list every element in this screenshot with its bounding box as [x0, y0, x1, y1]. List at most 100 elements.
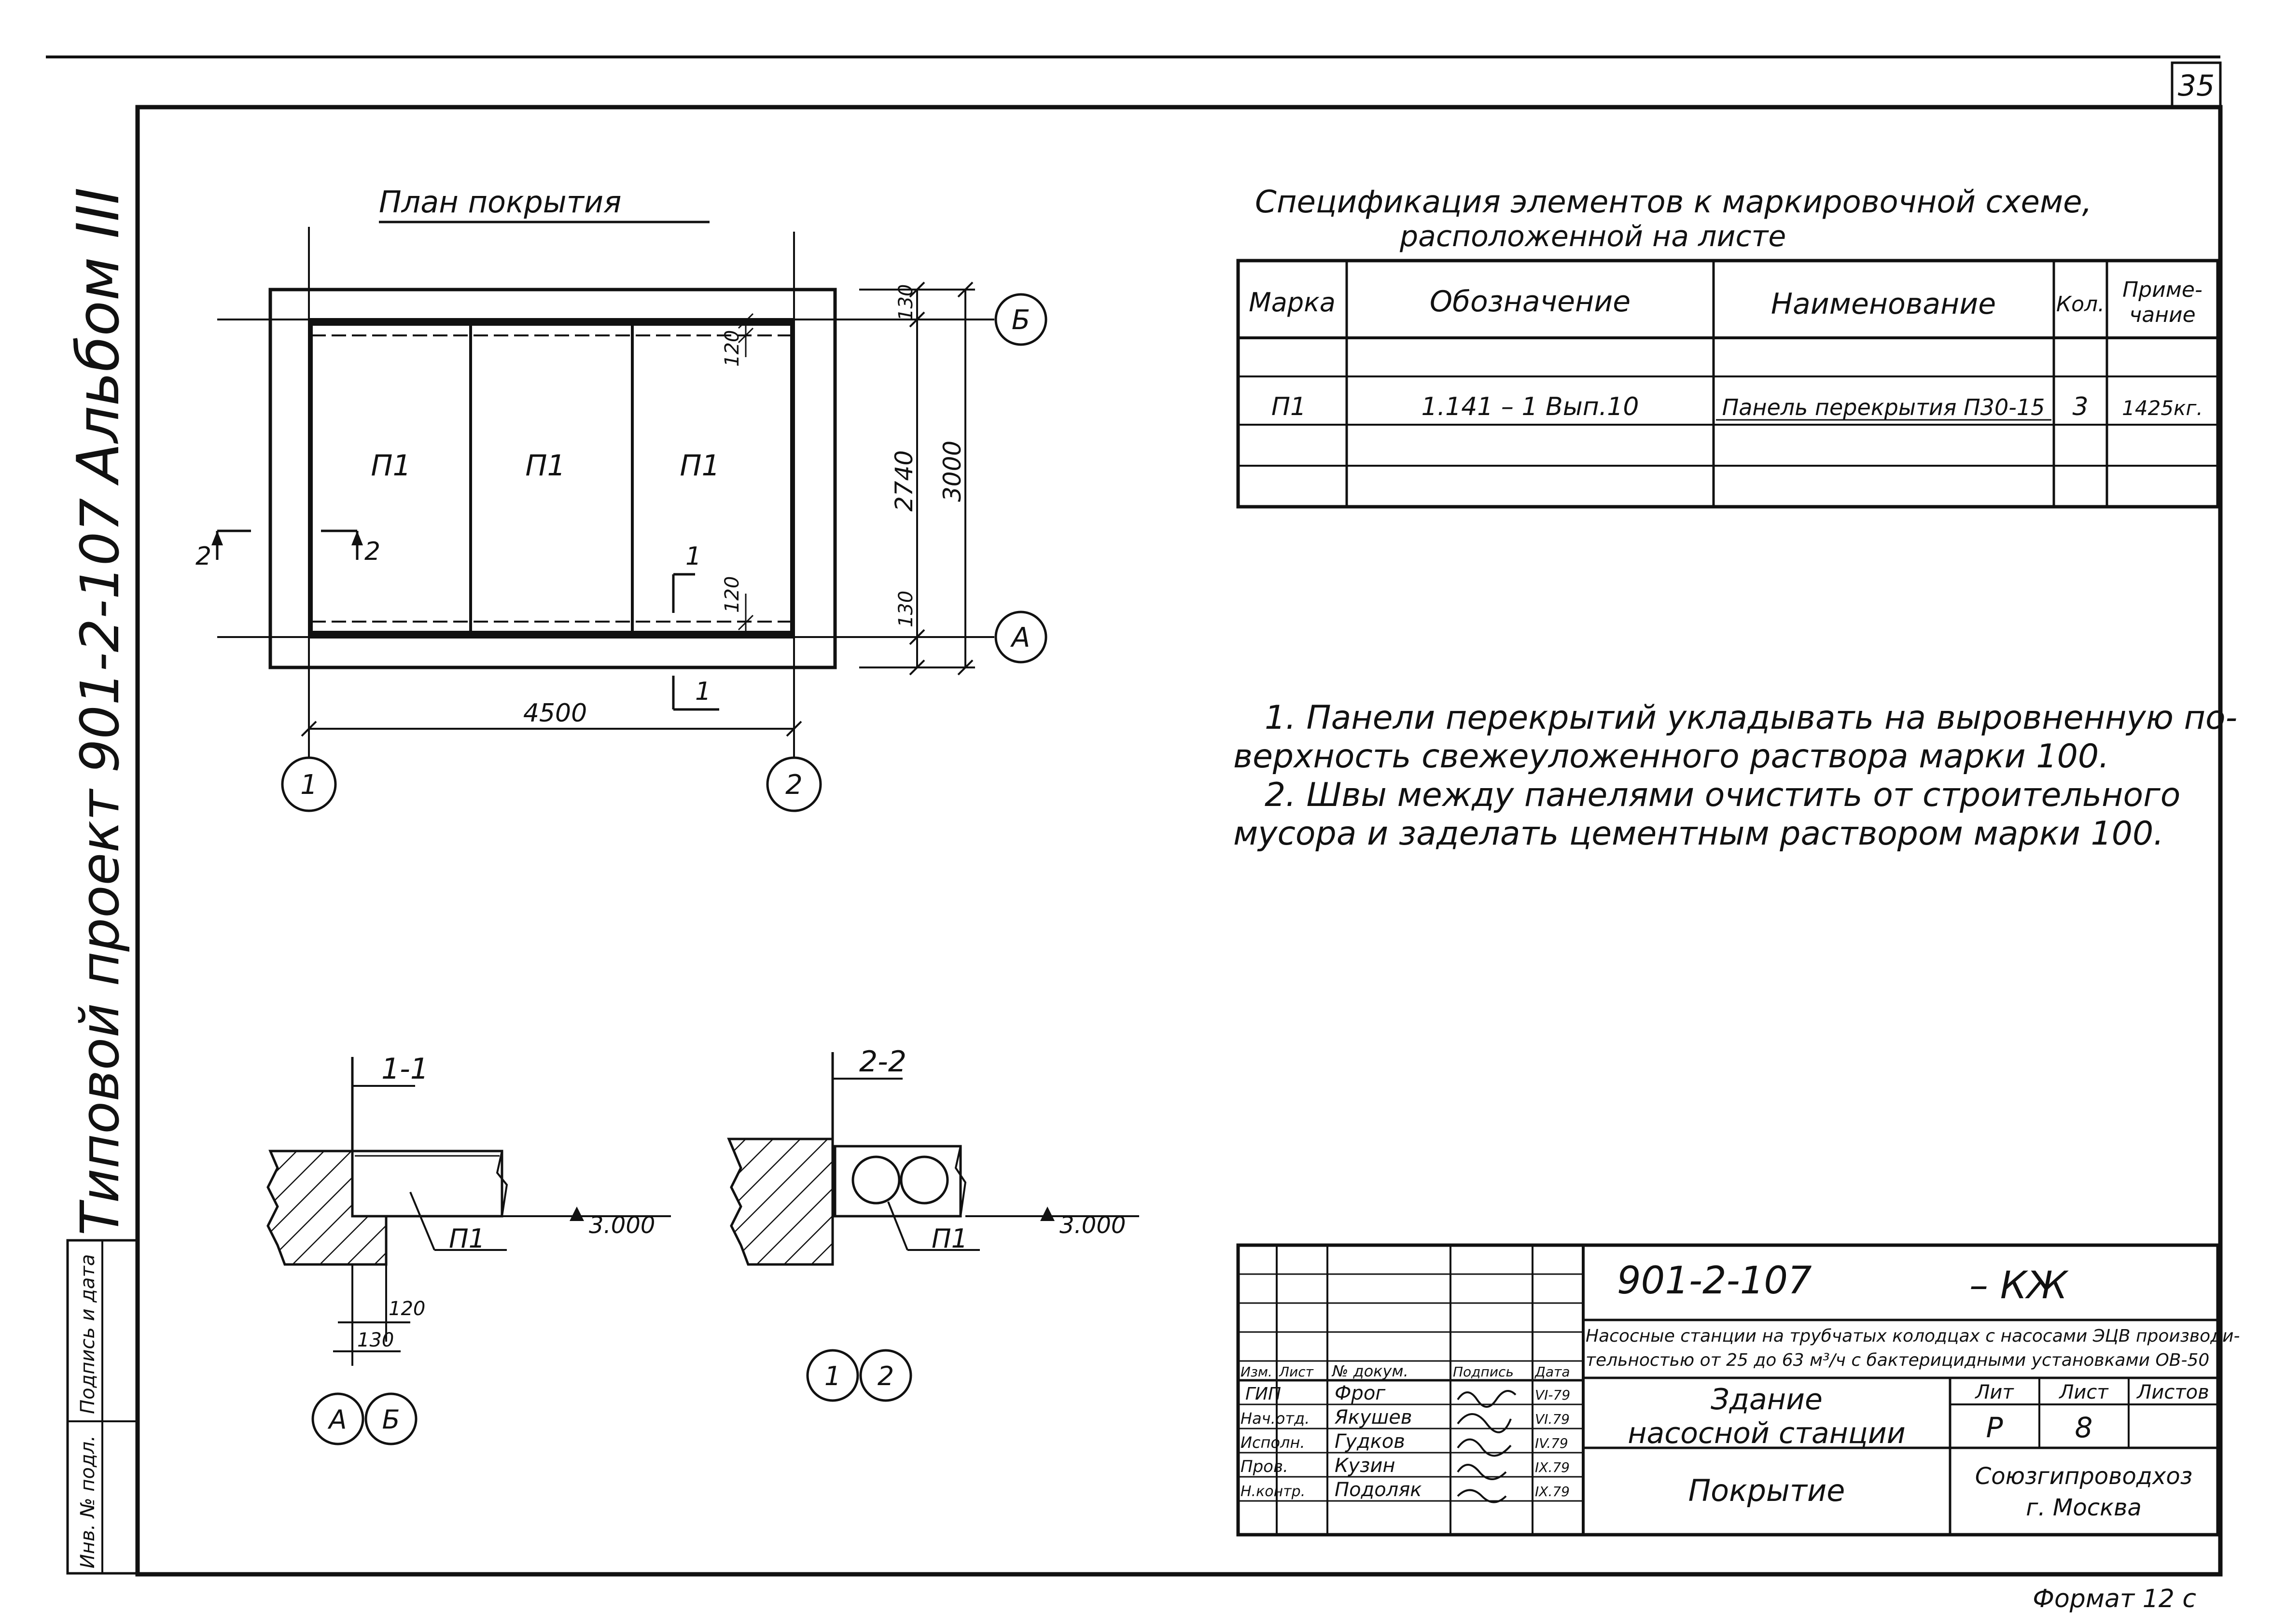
- svg-text:Исполн.: Исполн.: [1241, 1433, 1305, 1452]
- spec-cell-name: Панель перекрытия П30-15: [1722, 394, 2045, 420]
- dim-inner: 2740: [890, 450, 918, 512]
- section-1-1-dim1: 120: [389, 1298, 425, 1320]
- axis-bubble: А: [311, 1392, 364, 1445]
- tb-lit-label: Лит: [1974, 1381, 2014, 1403]
- title-block: 901-2-107 – КЖ Насосные станции на трубч…: [1236, 1243, 2240, 1537]
- section-2-2-level: 3.000: [1059, 1212, 1126, 1239]
- tb-sheet-label: Лист: [2058, 1381, 2109, 1403]
- tb-col-header: Дата: [1534, 1364, 1570, 1380]
- section-mark-label: 1: [685, 542, 701, 571]
- section-mark-label: 2: [364, 537, 380, 566]
- section-mark-label: 2: [195, 542, 211, 571]
- page-number-box: [2171, 61, 2222, 109]
- spec-header-designation: Обозначение: [1430, 285, 1631, 319]
- axis-bubble-right: 2: [766, 756, 822, 812]
- section-2-2-panel: П1: [932, 1223, 968, 1254]
- plan-panel-label: П1: [525, 449, 565, 483]
- tb-staff-row: Н.контр. Подоляк IX.79: [1241, 1479, 1570, 1501]
- svg-text:2: 2: [878, 1361, 894, 1391]
- tb-suffix: – КЖ: [1969, 1264, 2069, 1307]
- note-line: 1. Панели перекрытий укладывать на выров…: [1265, 699, 2237, 737]
- tb-code: 901-2-107: [1617, 1259, 1812, 1303]
- spec-title-line1: Спецификация элементов к маркировочной с…: [1255, 184, 2092, 220]
- section-mark-label: 1: [695, 677, 711, 706]
- svg-text:1: 1: [300, 769, 318, 801]
- notes: 1. Панели перекрытий укладывать на выров…: [1233, 699, 2237, 853]
- svg-text:Б: Б: [1012, 305, 1030, 336]
- plan-title: План покрытия: [379, 184, 621, 220]
- signature-date-label: Подпись и дата: [77, 1254, 99, 1414]
- svg-text:А: А: [328, 1404, 347, 1435]
- section-1-1-title: 1-1: [381, 1052, 429, 1086]
- plan-wall-outline: [268, 288, 837, 669]
- tb-staff-row: ГИП Фрог VI-79: [1245, 1382, 1570, 1404]
- axis-bubble: Б: [364, 1392, 418, 1445]
- tb-sheet-name: Покрытие: [1688, 1473, 1845, 1508]
- axis-bubble-bottom: А: [994, 611, 1047, 664]
- section-2-2: 2-2 П1 3.000 1 2: [727, 1045, 1139, 1402]
- axis-bubble-top: Б: [994, 293, 1047, 346]
- plan-slab: [310, 318, 793, 638]
- specification: Спецификация элементов к маркировочной с…: [1236, 184, 2220, 509]
- axis-bubble-left: 1: [281, 756, 337, 812]
- project-label: Типовой проект 901-2-107: [69, 498, 131, 1235]
- plan-panel-label: П1: [680, 449, 720, 483]
- svg-text:Фрог: Фрог: [1335, 1382, 1386, 1404]
- svg-text:А: А: [1010, 622, 1030, 653]
- spec-header-mark: Марка: [1249, 287, 1336, 318]
- note-line: верхность свежеуложенного раствора марки…: [1233, 737, 2109, 776]
- svg-text:Н.контр.: Н.контр.: [1241, 1483, 1305, 1500]
- album-label: Альбом III: [65, 187, 132, 486]
- svg-text:VI-79: VI-79: [1535, 1387, 1570, 1403]
- tb-col-header: Лист: [1279, 1364, 1314, 1380]
- section-1-1: 1-1 П1 3.000 120 130 А Б: [266, 1052, 671, 1445]
- spec-cell-qty: 3: [2072, 392, 2088, 421]
- dim-edge-bottom: 130: [895, 591, 917, 627]
- svg-text:IX.79: IX.79: [1535, 1459, 1570, 1475]
- svg-text:VI.79: VI.79: [1535, 1411, 1570, 1427]
- tb-col-header: Изм.: [1241, 1364, 1272, 1380]
- plan-axis-lines: [217, 227, 994, 729]
- page-number: 35: [2178, 69, 2215, 103]
- svg-text:Пров.: Пров.: [1241, 1457, 1288, 1476]
- section-2-2-title: 2-2: [859, 1045, 906, 1079]
- side-strip: Альбом III Типовой проект 901-2-107 Подп…: [65, 187, 139, 1575]
- signature-scribbles: [1457, 1390, 1517, 1503]
- svg-text:Б: Б: [382, 1404, 400, 1435]
- vertical-dim-chains: [859, 281, 975, 676]
- section-mark-1: [672, 573, 719, 711]
- svg-text:Нач.отд.: Нач.отд.: [1241, 1409, 1310, 1428]
- svg-text:Подоляк: Подоляк: [1335, 1479, 1422, 1501]
- section-1-1-dim2: 130: [357, 1329, 394, 1351]
- tb-staff-row: Исполн. Гудков IV.79: [1241, 1430, 1568, 1453]
- dim-support-top: 120: [721, 330, 743, 367]
- tb-staff-row: Нач.отд. Якушев VI.79: [1241, 1406, 1570, 1429]
- svg-text:IV.79: IV.79: [1535, 1435, 1568, 1451]
- svg-text:2: 2: [785, 769, 803, 801]
- spec-cell-designation: 1.141 – 1 Вып.10: [1422, 392, 1639, 421]
- section-mark-2: [216, 529, 359, 560]
- section-1-1-level: 3.000: [589, 1212, 655, 1239]
- dim-support-bottom: 120: [721, 576, 743, 613]
- tb-org-1: Союзгипроводхоз: [1975, 1463, 2193, 1490]
- roof-plan: План покрытия П1 П1 П1 2: [195, 184, 1047, 812]
- tb-col-header: № докум.: [1331, 1362, 1408, 1380]
- dim-width: 4500: [523, 699, 587, 728]
- axis-bubble: 1: [806, 1349, 859, 1402]
- note-line: мусора и заделать цементным раствором ма…: [1233, 815, 2164, 853]
- tb-sheet-no: 8: [2075, 1411, 2093, 1444]
- spec-header-qty: Кол.: [2056, 292, 2105, 317]
- svg-text:Гудков: Гудков: [1335, 1430, 1405, 1453]
- plan-panel-label: П1: [371, 449, 411, 483]
- svg-text:1: 1: [824, 1361, 841, 1391]
- spec-cell-note: 1425кг.: [2122, 396, 2203, 420]
- spec-header-name: Наименование: [1771, 287, 1996, 321]
- svg-text:Кузин: Кузин: [1335, 1455, 1395, 1477]
- tb-org-2: г. Москва: [2026, 1494, 2142, 1521]
- inv-number-label: Инв. № подл.: [77, 1435, 99, 1568]
- svg-text:ГИП: ГИП: [1245, 1384, 1281, 1404]
- spec-table-grid: [1236, 259, 2220, 509]
- tb-building-2: насосной станции: [1628, 1416, 1905, 1450]
- tb-staff-row: Пров. Кузин IX.79: [1241, 1455, 1570, 1477]
